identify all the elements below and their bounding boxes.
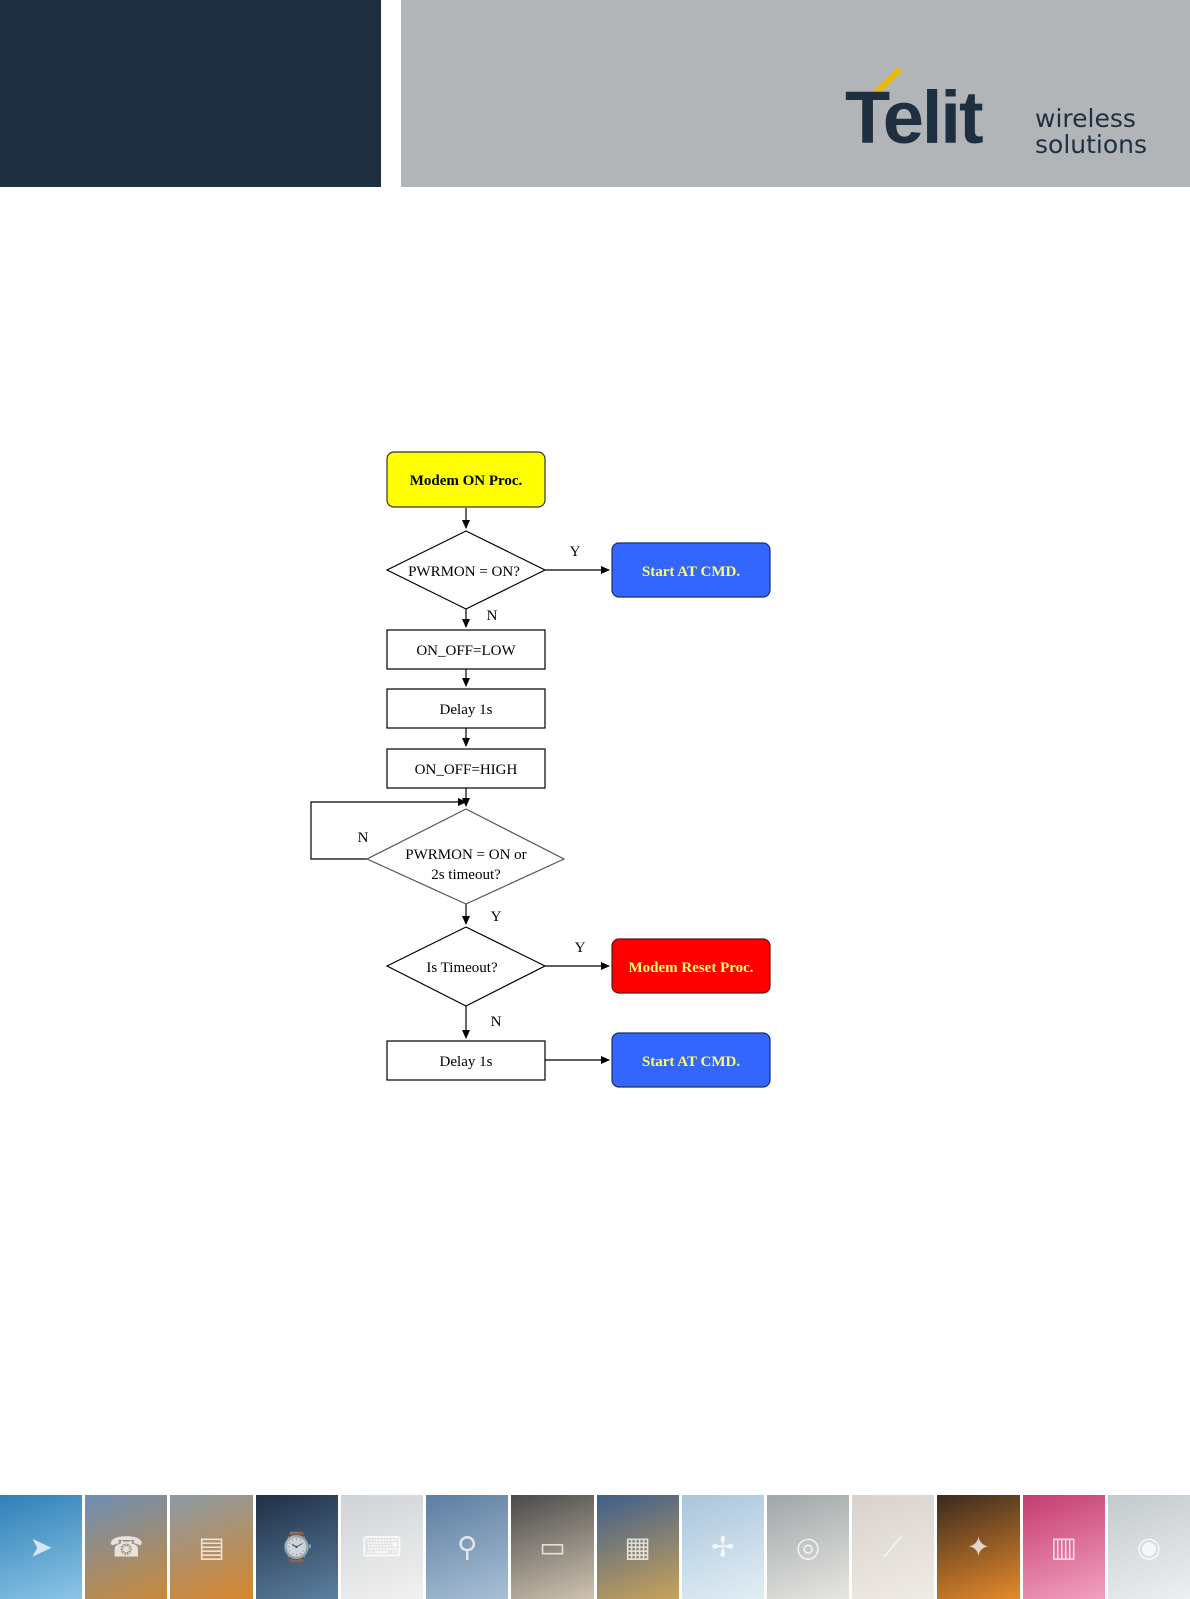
containers-icon: ▤ — [198, 1531, 224, 1564]
footer-photo-tile: ▦ — [597, 1495, 679, 1599]
vending-icon: ▦ — [624, 1531, 650, 1564]
footer-photo-tile: ➤ — [0, 1495, 82, 1599]
edge-label-yes-1: Y — [570, 544, 581, 560]
decision-pwrmon-label: PWRMON = ON? — [408, 564, 520, 580]
footer-photo-tile: ⌨ — [341, 1495, 423, 1599]
meter-icon: ◎ — [796, 1531, 820, 1564]
edge-label-no-timeout: N — [491, 1014, 502, 1030]
wind-turbine-icon: ✢ — [711, 1531, 734, 1564]
camera-icon: ◉ — [1137, 1531, 1161, 1564]
footer-photo-tile: ⟋ — [852, 1495, 934, 1599]
footer-photo-tile: ◉ — [1108, 1495, 1190, 1599]
footer-photo-tile: ▤ — [170, 1495, 252, 1599]
process-delay-1-label: Delay 1s — [440, 702, 493, 718]
reset-node-label: Modem Reset Proc. — [628, 960, 753, 976]
decision-loop-label-line-2: 2s timeout? — [431, 867, 501, 883]
laser-icon: ⟋ — [883, 1530, 903, 1564]
decision-loop-label-line-1: PWRMON = ON or — [405, 847, 526, 863]
edge-label-yes-loop: Y — [491, 909, 502, 925]
footer-photo-strip: ➤ ☎ ▤ ⌚ ⌨ ⚲ ▭ ▦ ✢ ◎ ⟋ ✦ ▥ ◉ — [0, 1495, 1190, 1599]
bicycle-icon: ⚲ — [457, 1531, 478, 1564]
start-at-node-2-label: Start AT CMD. — [642, 1054, 740, 1070]
sos-phone-icon: ☎ — [109, 1531, 144, 1564]
process-on-off-low-label: ON_OFF=LOW — [416, 643, 516, 659]
footer-photo-tile: ▥ — [1023, 1495, 1105, 1599]
footer-photo-tile: ⚲ — [426, 1495, 508, 1599]
process-delay-2-label: Delay 1s — [440, 1054, 493, 1070]
footer-photo-tile: ▭ — [511, 1495, 593, 1599]
card-icon: ▭ — [539, 1531, 565, 1564]
start-at-node-1-label: Start AT CMD. — [642, 564, 740, 580]
pink-boxes-icon: ▥ — [1051, 1531, 1077, 1564]
keyboard-icon: ⌨ — [362, 1531, 402, 1564]
process-on-off-high-label: ON_OFF=HIGH — [415, 762, 518, 778]
edge-label-yes-timeout: Y — [575, 940, 586, 956]
footer-photo-tile: ✦ — [937, 1495, 1019, 1599]
decision-is-timeout-label: Is Timeout? — [426, 960, 498, 976]
footer-photo-tile: ⌚ — [256, 1495, 338, 1599]
footer-photo-tile: ◎ — [767, 1495, 849, 1599]
street-icon: ✦ — [967, 1531, 990, 1564]
edge-label-no-1: N — [487, 608, 498, 624]
led-clock-icon: ⌚ — [279, 1531, 314, 1564]
start-node-label: Modem ON Proc. — [410, 473, 523, 489]
car-icon: ➤ — [29, 1531, 52, 1564]
footer-photo-tile: ✢ — [682, 1495, 764, 1599]
edge-label-no-loop: N — [358, 830, 369, 846]
footer-photo-tile: ☎ — [85, 1495, 167, 1599]
